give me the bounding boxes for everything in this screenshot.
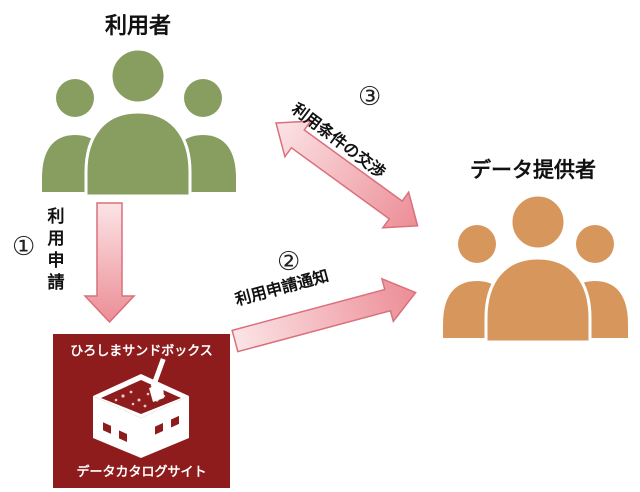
catalog-subtitle: データカタログサイト [76, 465, 207, 480]
sandbox-icon [93, 358, 189, 458]
catalog-site-logo: ひろしまサンドボックス [53, 334, 230, 488]
provider-label: データ提供者 [470, 158, 596, 182]
step-1-label: 利用申請 [47, 207, 65, 293]
arrow-notify [231, 277, 417, 353]
step-1-number: ① [12, 232, 36, 262]
users-group-icon [42, 47, 236, 198]
step-3-number: ③ [358, 82, 382, 112]
provider-group-icon [443, 193, 628, 344]
catalog-title: ひろしまサンドボックス [70, 344, 213, 359]
step-2-number: ② [277, 247, 301, 277]
arrow-negotiate [275, 120, 419, 229]
arrow-apply [83, 202, 136, 324]
users-label: 利用者 [105, 14, 172, 39]
